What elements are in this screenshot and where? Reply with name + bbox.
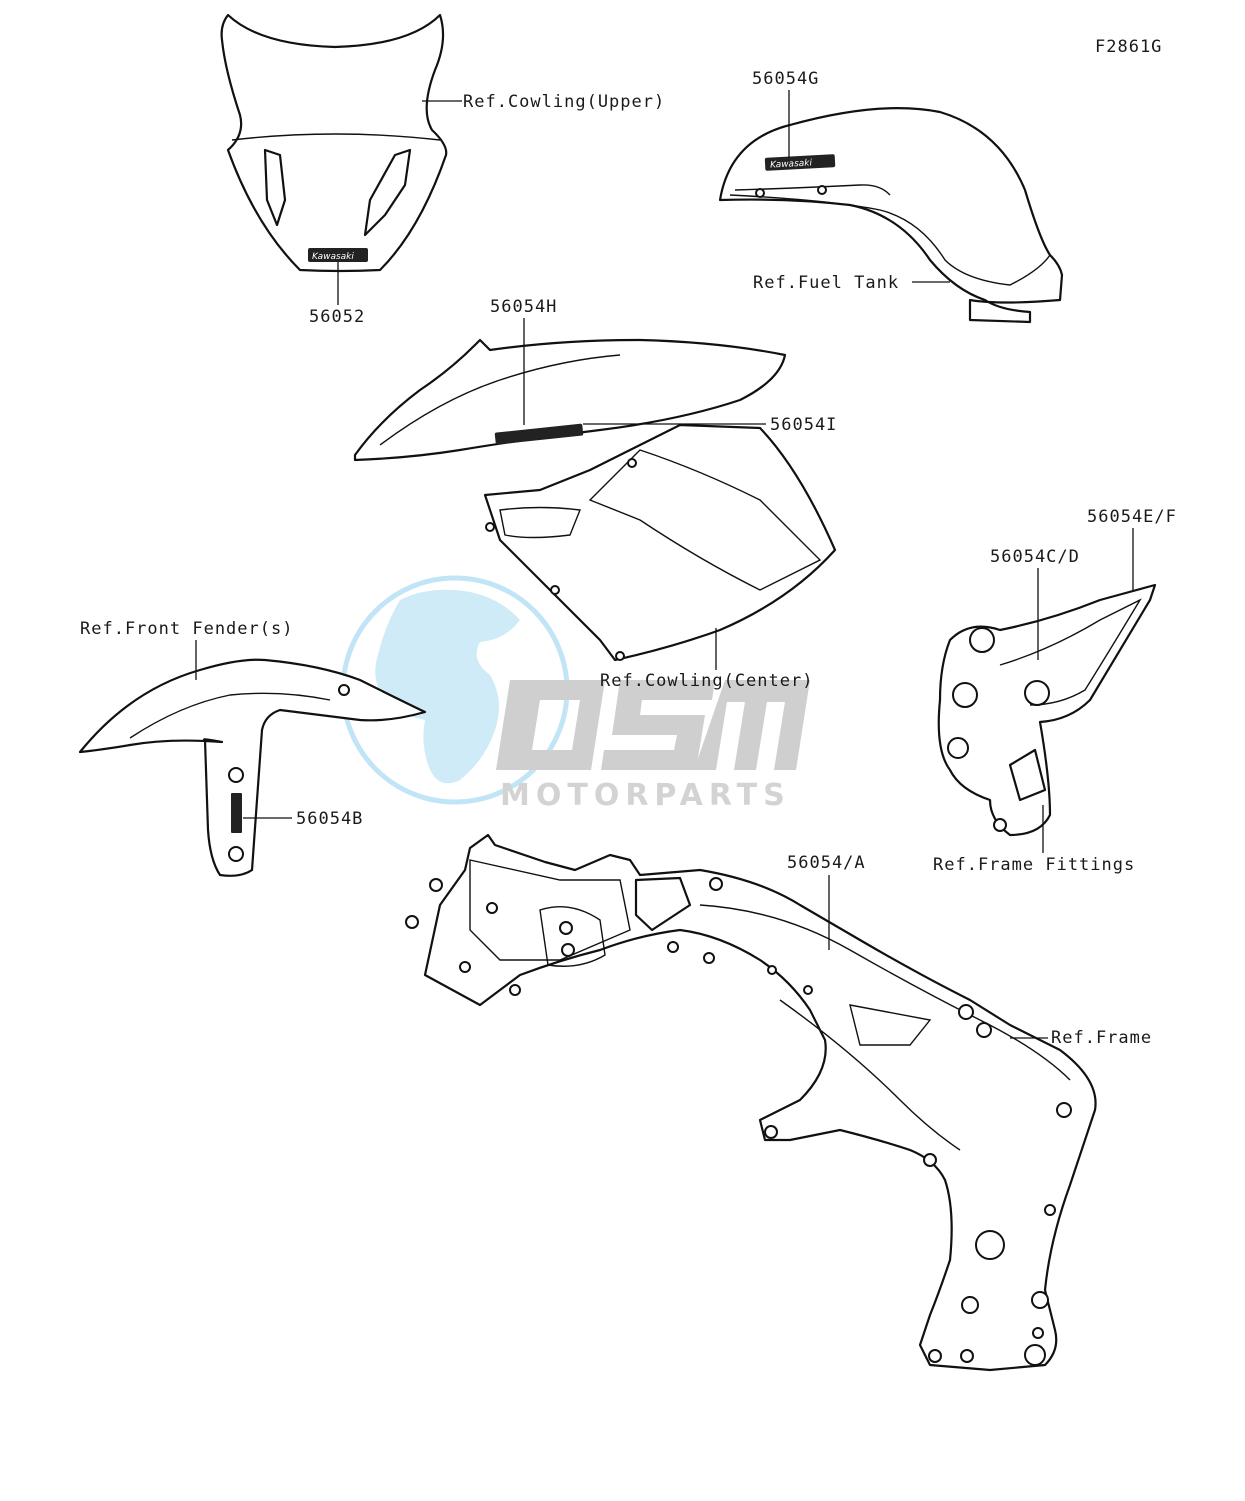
decal-56054A-panel — [849, 1004, 932, 1046]
label-ref-front-fender: Ref.Front Fender(s) — [80, 619, 293, 639]
windscreen-decal-text: Kawasaki — [312, 252, 354, 262]
main-frame-hole-7 — [561, 943, 575, 957]
frame-fittings-inner — [999, 598, 1142, 706]
frame-fittings-hole-1 — [969, 627, 995, 653]
center-cowling-bolt-1 — [485, 522, 495, 532]
main-frame-hole-6 — [559, 921, 573, 935]
upper-cowling-inner-line — [231, 133, 441, 141]
main-frame-hole-18 — [1044, 1204, 1056, 1216]
center-cowling-vent — [499, 506, 581, 539]
fuel-tank-seam — [734, 184, 891, 196]
front-fender-hole-1 — [228, 767, 244, 783]
main-frame-hole-3 — [459, 961, 471, 973]
tank-decal-text: Kawasaki — [770, 158, 813, 170]
center-cowling-panel — [588, 449, 822, 591]
main-frame-hole-23 — [1024, 1344, 1046, 1366]
frame-fittings-bracket — [1008, 748, 1047, 802]
label-56054H: 56054H — [490, 297, 557, 317]
watermark: MOTORPARTS — [340, 575, 810, 813]
center-cowling — [353, 338, 837, 662]
center-cowling-bolt-4 — [627, 458, 637, 468]
label-56054EF: 56054E/F — [1087, 507, 1177, 527]
main-frame-pivot — [975, 1230, 1005, 1260]
main-frame-hole-2 — [405, 915, 419, 929]
label-ref-frame: Ref.Frame — [1051, 1028, 1152, 1048]
main-frame-lower-spar — [779, 999, 961, 1151]
main-frame-hole-22 — [960, 1349, 974, 1363]
center-cowling-bolt-3 — [615, 651, 625, 661]
front-fender-outline — [78, 658, 427, 877]
label-56054B: 56054B — [296, 809, 363, 829]
main-frame-hole-1 — [429, 878, 443, 892]
frame-fittings-hole-2 — [952, 682, 978, 708]
frame-fittings-outline — [937, 583, 1157, 837]
main-frame-headstock — [469, 859, 631, 961]
label-56054I: 56054I — [770, 415, 837, 435]
main-frame-hole-24 — [1032, 1327, 1044, 1339]
main-frame-hole-13 — [958, 1004, 974, 1020]
main-frame-hole-10 — [709, 877, 723, 891]
main-frame — [405, 833, 1097, 1372]
watermark-sub-text: MOTORPARTS — [500, 778, 791, 813]
main-frame-hole-5 — [509, 984, 521, 996]
main-frame-hole-20 — [1031, 1291, 1049, 1309]
fuel-tank: Kawasaki — [718, 107, 1064, 324]
upper-cowling-left-vent — [263, 148, 287, 227]
frame-fittings-hole-3 — [1024, 680, 1050, 706]
label-ref-cowling-upper: Ref.Cowling(Upper) — [463, 92, 665, 112]
main-frame-hole-19 — [961, 1296, 979, 1314]
main-frame-hole-15 — [1056, 1102, 1072, 1118]
label-56054G: 56054G — [752, 69, 819, 89]
label-56052: 56052 — [309, 307, 365, 327]
center-cowling-line — [379, 354, 621, 446]
decal-56054B — [231, 793, 242, 833]
main-frame-hole-12 — [803, 985, 813, 995]
decal-56054I — [494, 423, 584, 445]
main-frame-engine-mount — [539, 905, 606, 967]
main-frame-hole-11 — [767, 965, 777, 975]
frame-fittings-hole-4 — [947, 737, 969, 759]
figure-id: F2861G — [1095, 37, 1162, 57]
upper-cowling-outline — [220, 13, 448, 273]
frame-fittings-hole-5 — [993, 818, 1007, 832]
main-frame-hole-21 — [928, 1349, 942, 1363]
kawasaki-decal-tank — [764, 154, 836, 171]
main-frame-spar — [699, 904, 1071, 1081]
label-56054A: 56054/A — [787, 853, 866, 873]
watermark-letter-m — [694, 680, 810, 770]
watermark-letter-o — [496, 680, 605, 770]
main-frame-hole-16 — [764, 1125, 778, 1139]
label-ref-frame-fittings: Ref.Frame Fittings — [933, 855, 1135, 875]
front-fender — [78, 658, 427, 877]
main-frame-hole-14 — [976, 1022, 992, 1038]
center-cowling-upper — [353, 338, 787, 462]
front-fender-inner — [129, 692, 331, 739]
main-frame-hole-8 — [667, 941, 679, 953]
center-cowling-lower — [483, 423, 837, 662]
main-frame-outline — [423, 833, 1097, 1372]
frame-fittings — [937, 583, 1157, 837]
label-56054CD: 56054C/D — [990, 547, 1080, 567]
watermark-letter-s — [601, 680, 715, 770]
kawasaki-decal-windscreen — [308, 248, 368, 262]
watermark-globe-icon — [375, 589, 520, 784]
main-frame-hole-17 — [923, 1153, 937, 1167]
label-ref-cowling-center: Ref.Cowling(Center) — [600, 671, 813, 691]
center-cowling-bolt-2 — [550, 585, 560, 595]
fuel-tank-bolt-1 — [755, 188, 765, 198]
front-fender-hole-2 — [228, 846, 244, 862]
fuel-tank-bolt-2 — [817, 185, 827, 195]
upper-cowling-right-vent — [363, 148, 412, 237]
front-fender-hole-3 — [338, 684, 350, 696]
upper-cowling: Kawasaki — [220, 13, 448, 273]
label-ref-fuel-tank: Ref.Fuel Tank — [753, 273, 899, 293]
fuel-tank-inner-curve — [729, 194, 1051, 286]
main-frame-hole-9 — [703, 952, 715, 964]
main-frame-hole-4 — [486, 902, 498, 914]
main-frame-slot — [634, 876, 692, 932]
